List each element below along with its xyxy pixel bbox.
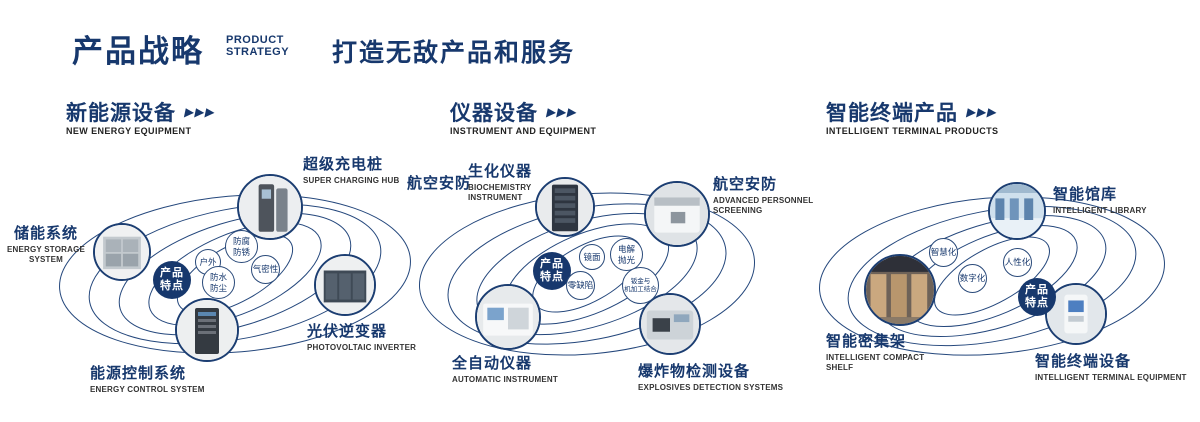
label-intelligent-library-cn: 智能馆库 xyxy=(1053,186,1118,203)
feature-bubble-waterproof-dustproof: 防水 防尘 xyxy=(202,266,235,299)
label-intelligent-library-en: INTELLIGENT LIBRARY xyxy=(1053,206,1147,215)
feature-bubble-airtightness: 气密性 xyxy=(251,255,280,284)
label-energy-storage: 储能系统 ENERGY STORAGE SYSTEM xyxy=(6,222,86,266)
label-photovoltaic-inverter-cn: 光伏逆变器 xyxy=(307,323,388,340)
triple-arrow-icon: ▶▶▶ xyxy=(965,105,1000,119)
product-circle-personnel-screening xyxy=(644,181,710,247)
section-title-instrument: 仪器设备 ▶▶▶ xyxy=(450,97,580,127)
page-title-english: PRODUCT STRATEGY xyxy=(226,34,289,58)
intelligent-library-photo xyxy=(990,184,1044,238)
biochemistry-instrument-photo xyxy=(537,179,593,235)
feature-bubble-digital: 数字化 xyxy=(958,264,987,293)
label-photovoltaic-inverter: 光伏逆变器 PHOTOVOLTAIC INVERTER xyxy=(307,320,416,353)
orbit-rings-new-energy xyxy=(59,194,411,354)
section-subtitle-new-energy: NEW ENERGY EQUIPMENT xyxy=(66,126,192,136)
product-circle-energy-control xyxy=(175,298,239,362)
energy-storage-photo xyxy=(95,225,149,279)
section-title-new-energy-text: 新能源设备 xyxy=(66,102,176,125)
feature-bubble-electropolishing: 电解 抛光 xyxy=(610,238,643,271)
label-photovoltaic-inverter-en: PHOTOVOLTAIC INVERTER xyxy=(307,343,417,352)
product-circle-intelligent-terminal xyxy=(1045,283,1107,345)
explosives-detection-photo xyxy=(641,295,699,353)
label-energy-control-en: ENERGY CONTROL SYSTEM xyxy=(90,385,205,394)
product-circle-super-charging-hub xyxy=(237,174,303,240)
label-energy-storage-en: ENERGY STORAGE SYSTEM xyxy=(6,245,86,265)
label-explosives-detection-cn: 爆炸物检测设备 xyxy=(638,363,751,380)
label-intelligent-terminal-equipment: 智能终端设备 INTELLIGENT TERMINAL EQUIPMENT xyxy=(1035,350,1187,383)
section-title-instrument-text: 仪器设备 xyxy=(450,102,538,125)
page-title: 产品战略 xyxy=(72,34,204,69)
super-charging-hub-photo xyxy=(239,176,301,238)
label-energy-control-cn: 能源控制系统 xyxy=(90,365,187,382)
intelligent-terminal-photo xyxy=(1047,285,1105,343)
product-features-badge-new-energy: 产品 特点 xyxy=(153,261,191,299)
label-intelligent-compact-shelf: 智能密集架 INTELLIGENT COMPACT SHELF xyxy=(826,330,924,374)
product-circle-photovoltaic-inverter xyxy=(314,254,376,316)
section-title-intelligent-terminal-text: 智能终端产品 xyxy=(826,102,958,125)
label-super-charging-hub-cn: 超级充电桩 xyxy=(303,156,384,173)
section-subtitle-intelligent-terminal: INTELLIGENT TERMINAL PRODUCTS xyxy=(826,126,999,136)
label-personnel-screening-en: ADVANCED PERSONNEL SCREENING xyxy=(713,196,814,216)
automatic-instrument-photo xyxy=(477,286,539,348)
product-features-badge-intelligent-terminal: 产品 特点 xyxy=(1018,278,1056,316)
page-title-english-line1: PRODUCT xyxy=(226,34,284,46)
label-energy-control: 能源控制系统 ENERGY CONTROL SYSTEM xyxy=(90,362,205,395)
section-subtitle-instrument: INSTRUMENT AND EQUIPMENT xyxy=(450,126,597,136)
triple-arrow-icon: ▶▶▶ xyxy=(545,105,580,119)
page-title-english-line2: STRATEGY xyxy=(226,46,290,58)
label-explosives-detection: 爆炸物检测设备 EXPLOSIVES DETECTION SYSTEMS xyxy=(638,360,783,393)
label-personnel-screening-cn: 航空安防 xyxy=(713,176,778,193)
feature-bubble-smart: 智慧化 xyxy=(929,238,958,267)
section-title-new-energy: 新能源设备 ▶▶▶ xyxy=(66,97,218,127)
tagline: 打造无敌产品和服务 xyxy=(332,39,576,67)
label-biochemistry-instrument-cn: 生化仪器 xyxy=(468,163,533,180)
label-explosives-detection-en: EXPLOSIVES DETECTION SYSTEMS xyxy=(638,383,784,392)
label-automatic-instrument-en: AUTOMATIC INSTRUMENT xyxy=(452,375,558,384)
feature-bubble-mirror-finish: 镜面 xyxy=(579,244,605,270)
label-energy-storage-cn: 储能系统 xyxy=(13,225,78,242)
section-title-intelligent-terminal: 智能终端产品 ▶▶▶ xyxy=(826,97,1000,127)
photovoltaic-inverter-photo xyxy=(316,256,374,314)
product-features-badge-instrument: 产品 特点 xyxy=(533,252,571,290)
product-circle-automatic-instrument xyxy=(475,284,541,350)
product-circle-intelligent-library xyxy=(988,182,1046,240)
label-personnel-screening: 航空安防 ADVANCED PERSONNEL SCREENING xyxy=(713,173,813,217)
triple-arrow-icon: ▶▶▶ xyxy=(183,105,218,119)
feature-bubble-zero-defect: 零缺陷 xyxy=(566,271,595,300)
label-biochemistry-instrument: 生化仪器 BIOCHEMISTRY INSTRUMENT xyxy=(468,160,532,204)
label-biochemistry-instrument-en: BIOCHEMISTRY INSTRUMENT xyxy=(468,183,532,203)
label-intelligent-terminal-equipment-en: INTELLIGENT TERMINAL EQUIPMENT xyxy=(1035,373,1187,382)
label-automatic-instrument-cn: 全自动仪器 xyxy=(452,355,533,372)
label-super-charging-hub-en: SUPER CHARGING HUB xyxy=(303,176,400,185)
label-intelligent-terminal-equipment-cn: 智能终端设备 xyxy=(1035,353,1132,370)
label-intelligent-library: 智能馆库 INTELLIGENT LIBRARY xyxy=(1053,183,1147,216)
feature-bubble-sheetmetal-machining: 钣金与 机加工结合 xyxy=(622,267,659,304)
feature-bubble-anticorrosion: 防腐 防锈 xyxy=(225,230,258,263)
label-intelligent-compact-shelf-cn: 智能密集架 xyxy=(826,333,907,350)
intelligent-compact-shelf-photo xyxy=(866,256,934,324)
label-super-charging-hub: 超级充电桩 SUPER CHARGING HUB xyxy=(303,153,400,186)
label-aviation-security-cn: 航空安防 xyxy=(407,175,472,192)
label-automatic-instrument: 全自动仪器 AUTOMATIC INSTRUMENT xyxy=(452,352,558,385)
product-circle-energy-storage xyxy=(93,223,151,281)
personnel-screening-photo xyxy=(646,183,708,245)
product-circle-intelligent-compact-shelf xyxy=(864,254,936,326)
energy-control-photo xyxy=(177,300,237,360)
label-intelligent-compact-shelf-en: INTELLIGENT COMPACT SHELF xyxy=(826,353,925,373)
feature-bubble-humanized: 人性化 xyxy=(1003,248,1032,277)
label-aviation-security: 航空安防 xyxy=(407,172,471,193)
product-circle-biochemistry-instrument xyxy=(535,177,595,237)
product-circle-explosives-detection xyxy=(639,293,701,355)
